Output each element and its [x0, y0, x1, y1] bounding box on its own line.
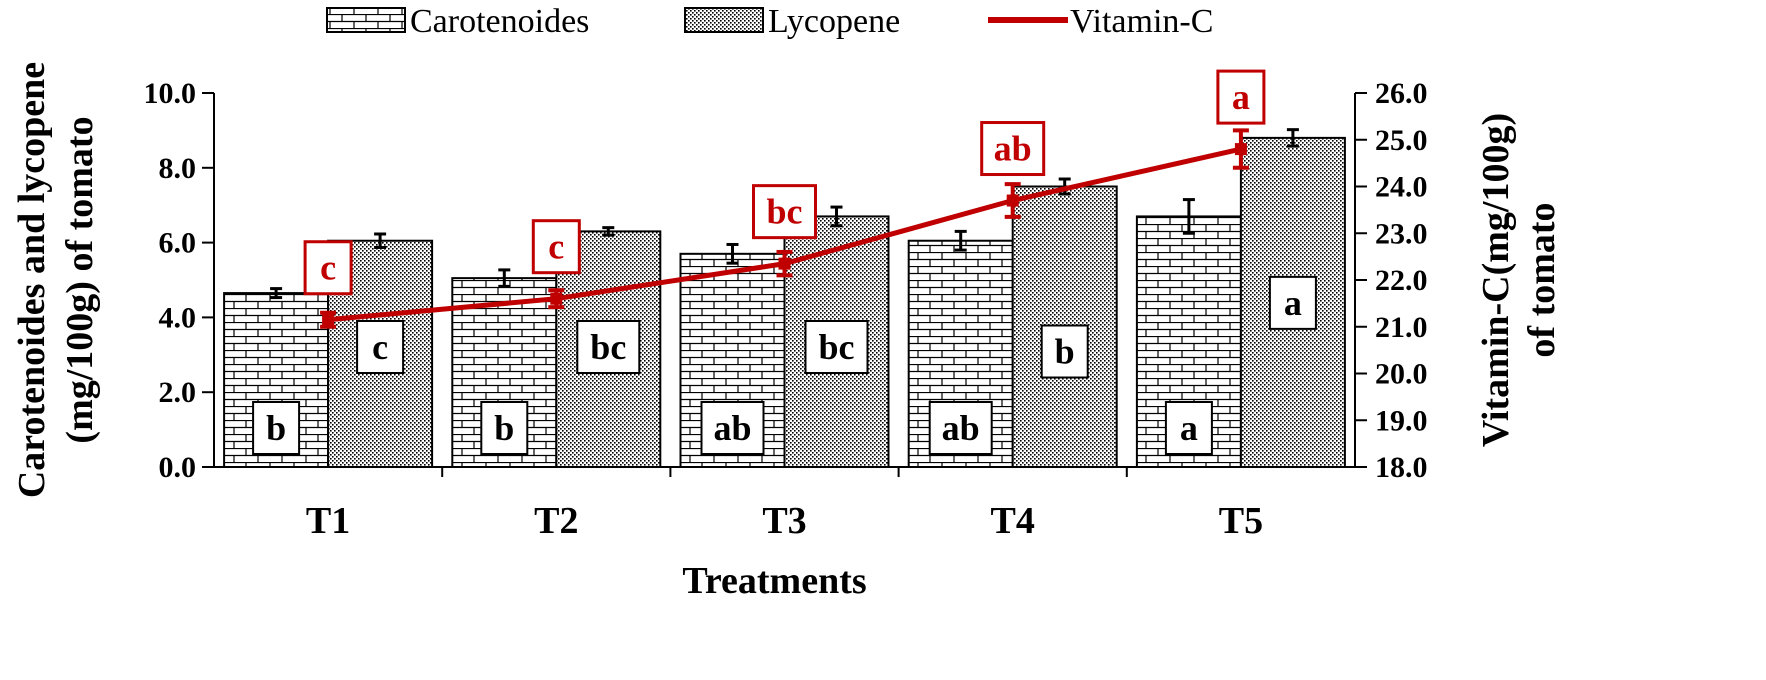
vitamin-c-letter-T5: a [1232, 77, 1250, 117]
category-label-T2: T2 [534, 500, 578, 542]
left-axis-title: Carotenoides and lycopene(mg/100g) of to… [11, 62, 101, 498]
vitamin-c-point-T3 [778, 257, 791, 270]
legend-swatch-lycopene [684, 7, 764, 33]
left-axis-title-line: Carotenoides and lycopene [11, 62, 53, 498]
carotenoides-letter-T5: a [1180, 408, 1198, 448]
vitamin-c-line [320, 128, 1249, 329]
carotenoides-letter-T4-box [928, 401, 993, 455]
legend-label-lycopene: Lycopene [768, 3, 900, 40]
category-label-T5: T5 [1219, 500, 1263, 542]
vitamin-c-letter-T3: bc [767, 192, 803, 232]
left-tick-label: 10.0 [144, 77, 197, 110]
right-tick-label: 23.0 [1375, 217, 1428, 250]
lycopene-letter-T4: b [1055, 332, 1075, 372]
right-axis-title-line: of tomato [1521, 202, 1563, 357]
lycopene-letter-T4-box [1040, 324, 1089, 379]
vitamin-c-letter-T4: ab [994, 129, 1032, 169]
category-label-T3: T3 [762, 500, 806, 542]
left-tick-label: 4.0 [159, 301, 197, 334]
right-axis-title-line: Vitamin-C(mg/100g) [1475, 113, 1517, 447]
lycopene-letter-T5-box [1268, 275, 1317, 330]
carotenoides-letter-T1-box [252, 401, 301, 455]
vitamin-c-point-T1 [322, 313, 335, 326]
carotenoides-letter-T5-box [1164, 401, 1213, 455]
carotenoides-letter-T1: b [266, 408, 286, 448]
left-tick-label: 0.0 [159, 451, 197, 484]
right-tick-label: 20.0 [1375, 358, 1428, 391]
left-tick-label: 2.0 [159, 376, 197, 409]
legend-label-vitamin-c: Vitamin-C [1070, 3, 1213, 40]
legend-swatch-carotenoides [326, 7, 406, 33]
legend: Carotenoides Lycopene Vitamin-C [326, 3, 1213, 40]
vitamin-c-letter-T1: c [320, 248, 336, 288]
right-tick-label: 22.0 [1375, 264, 1428, 297]
lycopene-letter-T2-box [576, 320, 641, 374]
carotenoides-letter-T2: b [494, 408, 514, 448]
lycopene-letter-T5: a [1284, 283, 1302, 323]
right-tick-label: 19.0 [1375, 404, 1428, 437]
left-tick-label: 6.0 [159, 227, 197, 260]
lycopene-letter-T1: c [372, 327, 388, 367]
axes: 0.0 2.0 4.0 6.0 8.0 10.0 18.0 19.0 20.0 21.0 22.0 2… [11, 62, 1563, 602]
lycopene-letter-T3-box [804, 320, 869, 374]
category-label-T4: T4 [991, 500, 1035, 542]
right-axis-title: Vitamin-C(mg/100g)of tomato [1475, 113, 1563, 447]
left-tick-label: 8.0 [159, 152, 197, 185]
lycopene-letter-T1-box [356, 320, 405, 374]
vitamin-c-letter-T5-box [1216, 69, 1266, 125]
vitamin-c-point-T5 [1234, 143, 1247, 156]
carotenoides-letter-T3-box [700, 401, 765, 455]
vitamin-c-letter-T1-box [303, 240, 353, 296]
lycopene-letter-T3: bc [819, 327, 855, 367]
right-tick-label: 18.0 [1375, 451, 1428, 484]
right-tick-label: 21.0 [1375, 311, 1428, 344]
vitamin-c-letter-T3-box [752, 184, 817, 240]
vitamin-c-point-T2 [550, 292, 563, 305]
carotenoides-letter-T3: ab [713, 408, 751, 448]
category-label-T1: T1 [306, 500, 350, 542]
right-tick-label: 24.0 [1375, 171, 1428, 204]
vitamin-c-letter-T4-box [980, 121, 1046, 177]
lycopene-letter-T2: bc [590, 327, 626, 367]
vitamin-c-point-T4 [1006, 194, 1019, 207]
vitamin-c-letter-T2-box [531, 219, 581, 275]
x-axis-title: Treatments [682, 560, 866, 602]
right-tick-label: 25.0 [1375, 124, 1428, 157]
carotenoides-letter-T2-box [480, 401, 529, 455]
vitamin-c-letter-T2: c [548, 227, 564, 267]
carotenoides-letter-T4: ab [942, 408, 980, 448]
legend-label-carotenoides: Carotenoides [410, 3, 589, 40]
right-tick-label: 26.0 [1375, 77, 1428, 110]
left-axis-title-line: (mg/100g) of tomato [59, 116, 101, 443]
